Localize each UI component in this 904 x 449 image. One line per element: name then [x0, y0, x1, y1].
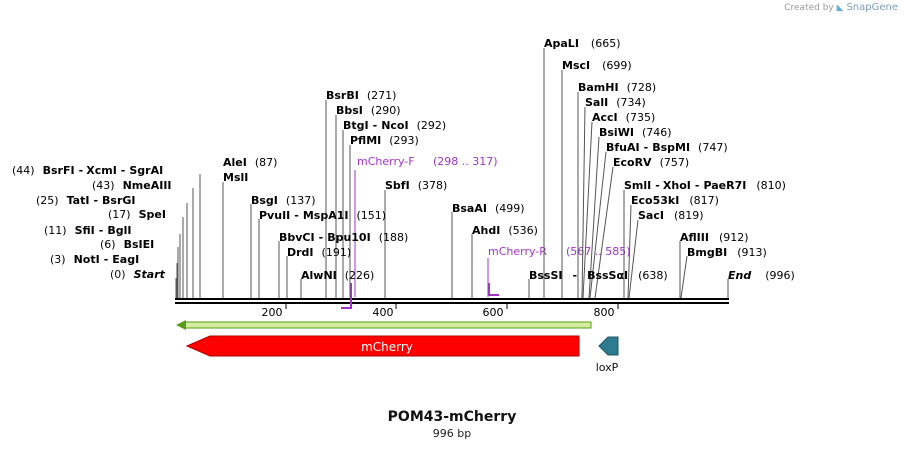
tick-label: 800: [594, 306, 615, 319]
site-bfuai[interactable]: BfuAI-BspMI(747): [606, 141, 728, 154]
scale-ticks: 200 400 600 800: [262, 304, 619, 319]
dna-backbone: [175, 298, 729, 304]
site-ahdi[interactable]: AhdI(536): [472, 224, 538, 237]
credit-brand: SnapGene: [846, 2, 898, 13]
mcherry-feature[interactable]: mCherry: [185, 335, 580, 357]
plasmid-length: 996 bp: [432, 427, 472, 440]
site-bmgbi[interactable]: BmgBI(913): [687, 246, 767, 259]
site-spei[interactable]: (17)SpeI: [108, 208, 166, 221]
site-sfii[interactable]: (11)SfiI-BglI: [44, 224, 131, 237]
site-btgi[interactable]: BtgI-NcoI(292): [343, 119, 446, 132]
loxp-feature[interactable]: loxP: [596, 336, 619, 374]
tick-label: 400: [373, 306, 394, 319]
credit-prefix: Created by: [784, 3, 834, 13]
site-sali[interactable]: SalI(734): [585, 96, 646, 109]
site-bbsi[interactable]: BbsI(290): [336, 104, 401, 117]
site-eco53ki[interactable]: Eco53kI(817): [631, 194, 719, 207]
site-pflmi[interactable]: PflMI(293): [350, 134, 419, 147]
site-labels: (0)Start (3)NotI-EagI (6)BsIEI (11)SfiI-…: [12, 37, 795, 282]
site-bsgi[interactable]: BsgI(137): [251, 194, 316, 207]
site-bsrbi[interactable]: BsrBI(271): [326, 89, 396, 102]
site-start: (0)Start: [110, 268, 166, 281]
site-bsrfi[interactable]: (44)BsrFI-XcmI-SgrAI: [12, 164, 163, 177]
site-drdi[interactable]: DrdI(191): [287, 246, 351, 259]
site-end: End(996): [728, 269, 795, 282]
site-alei[interactable]: AleI(87): [223, 156, 277, 169]
site-ecorv[interactable]: EcoRV(757): [613, 156, 689, 169]
site-noti[interactable]: (3)NotI-EagI: [50, 253, 139, 266]
site-bsiei[interactable]: (6)BsIEI: [100, 238, 154, 251]
site-alwni[interactable]: AlwNI(226): [301, 269, 374, 282]
site-apali[interactable]: ApaLI(665): [544, 37, 621, 50]
site-afliii[interactable]: AflIII(912): [680, 231, 749, 244]
loxp-label: loxP: [596, 361, 619, 374]
snapgene-logo-icon: ◣: [836, 3, 844, 13]
primer-mcherry-r[interactable]: mCherry-R (567 .. 585): [487, 245, 631, 297]
tick-label: 200: [262, 306, 283, 319]
tick-label: 600: [483, 306, 504, 319]
site-lines: [175, 48, 729, 299]
site-sbfi[interactable]: SbfI(378): [385, 179, 447, 192]
site-nmeaiii[interactable]: (43)NmeAIII: [92, 179, 172, 192]
primer-f-range: (298 .. 317): [433, 155, 498, 168]
primer-r-range: (567 .. 585): [566, 245, 631, 258]
site-msci[interactable]: MscI(699): [562, 59, 632, 72]
site-tati[interactable]: (25)TatI-BsrGI: [36, 194, 136, 207]
site-bamhi[interactable]: BamHI(728): [578, 81, 656, 94]
primer-f-name: mCherry-F: [357, 155, 415, 168]
site-smli[interactable]: SmlI-XhoI-PaeR7I(810): [624, 179, 786, 192]
site-msli[interactable]: MslI: [223, 171, 248, 184]
site-bsssi[interactable]: BssSI-BssSαI(638): [529, 269, 668, 282]
site-bsiwi[interactable]: BsiWI(746): [599, 126, 672, 139]
plasmid-title: POM43-mCherry: [387, 409, 517, 425]
primer-r-name: mCherry-R: [488, 245, 547, 258]
mcherry-label: mCherry: [361, 340, 413, 354]
site-pvuii[interactable]: PvuII-MspA1I(151): [259, 209, 386, 222]
primer-mcherry-f[interactable]: mCherry-F (298 .. 317): [341, 155, 498, 309]
site-acci[interactable]: AccI(735): [592, 111, 655, 124]
site-bsaai[interactable]: BsaAI(499): [452, 202, 525, 215]
orf-arrow: [176, 320, 592, 330]
site-bbvci[interactable]: BbvCI-Bpu10I(188): [279, 231, 408, 244]
site-saci[interactable]: SacI(819): [638, 209, 704, 222]
snapgene-credit: Created by ◣ SnapGene: [784, 2, 898, 13]
